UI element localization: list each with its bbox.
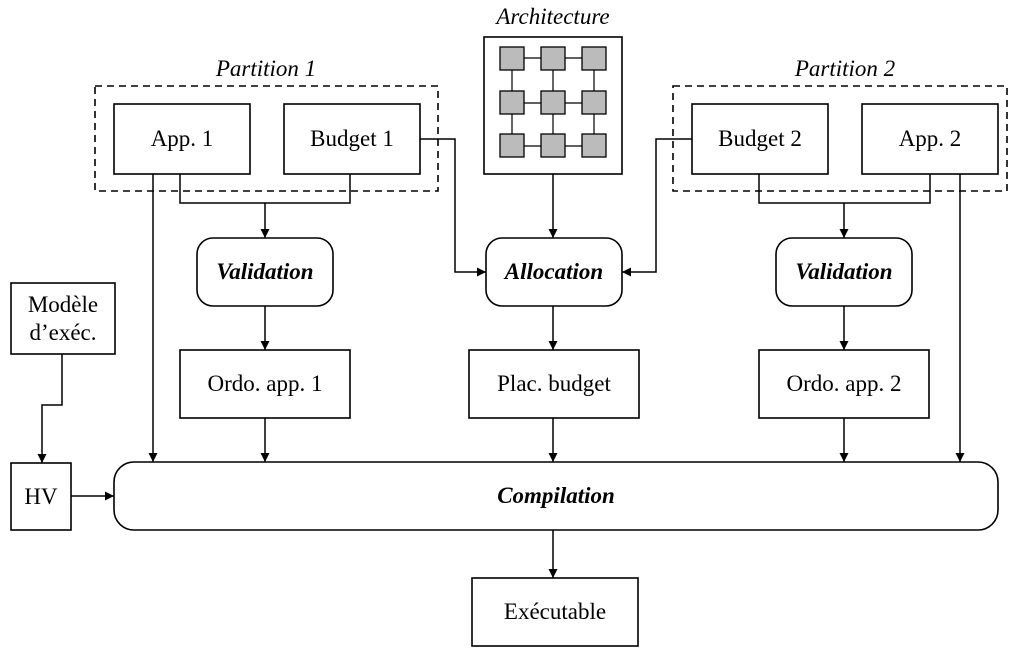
core-square bbox=[540, 46, 566, 71]
app2-label: App. 2 bbox=[898, 126, 962, 152]
architecture-title: Architecture bbox=[496, 4, 610, 30]
core-square bbox=[499, 133, 525, 158]
app1-box bbox=[113, 103, 251, 175]
core-square bbox=[540, 133, 566, 158]
hv-box bbox=[10, 462, 72, 531]
app2-box bbox=[861, 103, 999, 175]
budget1-box bbox=[283, 103, 421, 175]
core-square bbox=[581, 90, 607, 115]
executable-box bbox=[471, 577, 639, 647]
core-square bbox=[540, 90, 566, 115]
exec-model-box bbox=[10, 282, 116, 355]
hv-label: HV bbox=[24, 483, 58, 509]
arrow-budget1-to-allocation bbox=[420, 138, 486, 277]
budget2-label: Budget 2 bbox=[718, 126, 802, 152]
partition2-title: Partition 2 bbox=[794, 56, 896, 82]
merge-line-p2 bbox=[758, 174, 931, 204]
placement-box bbox=[468, 349, 640, 419]
executable-label: Exécutable bbox=[503, 599, 607, 625]
app1-label: App. 1 bbox=[150, 126, 214, 152]
schedule1-box bbox=[179, 349, 351, 419]
schedule1-label: Ordo. app. 1 bbox=[207, 371, 323, 397]
arrow-execmodel-to-hv bbox=[37, 354, 63, 463]
partition2-frame bbox=[672, 85, 1008, 192]
arrow-budget2-to-allocation bbox=[622, 138, 692, 277]
budget1-label: Budget 1 bbox=[310, 126, 394, 152]
validation1-label: Validation bbox=[216, 259, 314, 285]
schedule2-label: Ordo. app. 2 bbox=[786, 371, 902, 397]
budget2-box bbox=[691, 103, 829, 175]
core-square bbox=[581, 46, 607, 71]
exec-model-label: Modèle d’exéc. bbox=[11, 283, 115, 354]
core-square bbox=[499, 46, 525, 71]
allocation-label: Allocation bbox=[504, 259, 604, 285]
validation2-label: Validation bbox=[795, 259, 893, 285]
core-square bbox=[499, 90, 525, 115]
architecture-chip bbox=[483, 36, 623, 175]
partition1-frame bbox=[94, 85, 439, 192]
exec-model-line1: Modèle bbox=[27, 291, 99, 317]
merge-line-p1 bbox=[179, 174, 351, 204]
placement-label: Plac. budget bbox=[497, 371, 611, 397]
partition1-title: Partition 1 bbox=[215, 56, 317, 82]
compilation-label: Compilation bbox=[497, 483, 615, 509]
exec-model-line2: d’exéc. bbox=[29, 319, 97, 345]
core-square bbox=[581, 133, 607, 158]
